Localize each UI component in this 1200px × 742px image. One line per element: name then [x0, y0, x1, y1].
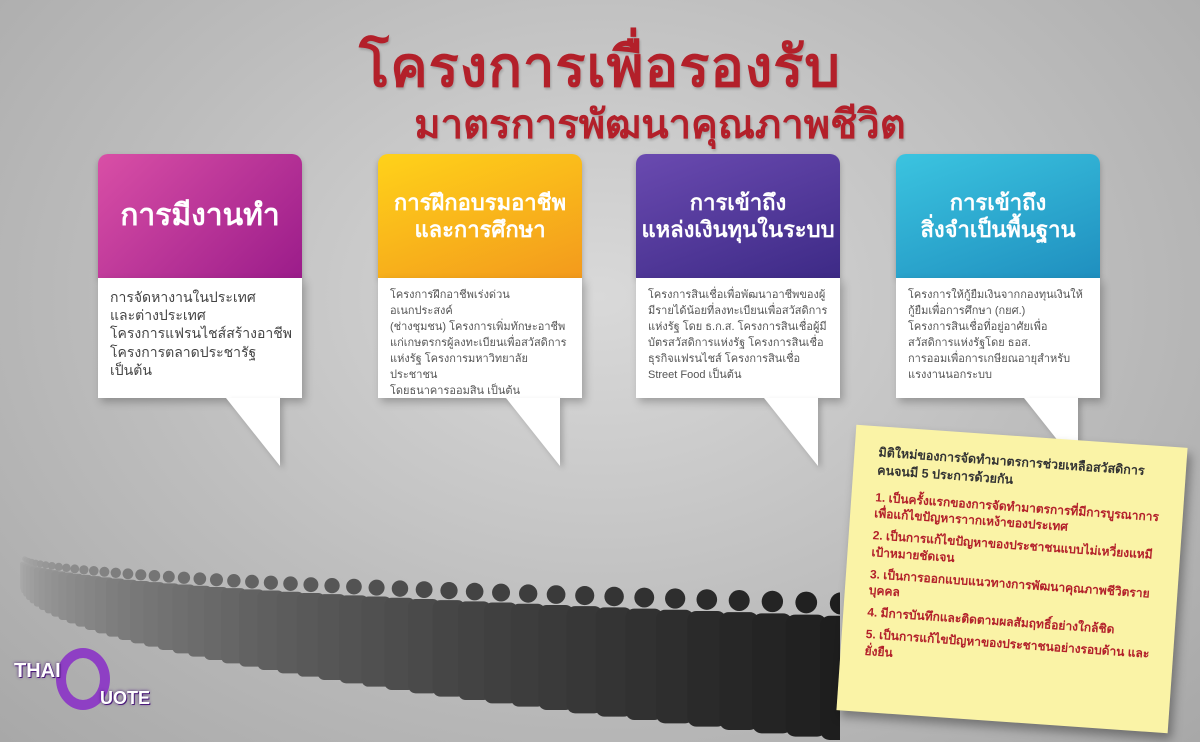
crowd-person — [785, 591, 827, 737]
main-subtitle: มาตรการพัฒนาคุณภาพชีวิต — [414, 103, 906, 147]
logo-text-quote: UOTE — [100, 688, 151, 708]
card-heading-box: การเข้าถึง แหล่งเงินทุนในระบบ — [636, 154, 840, 278]
crowd-person — [625, 587, 664, 720]
logo-text-thai: THAI — [14, 660, 61, 682]
crowd-person — [752, 590, 793, 734]
card-pointer — [506, 398, 560, 466]
crowd-person — [361, 579, 392, 687]
main-title: โครงการเพื่อรองรับ — [359, 35, 841, 98]
crowd-person — [656, 588, 695, 724]
crowd-person — [687, 589, 727, 727]
crowd-person — [820, 592, 840, 740]
card-heading: การเข้าถึง แหล่งเงินทุนในระบบ — [641, 189, 835, 243]
card-pointer — [764, 398, 818, 466]
crowd-person — [538, 585, 574, 710]
crowd-person — [339, 578, 369, 684]
card-body: โครงการให้กู้ยืมเงินจากกองทุนเงินให้ กู้… — [896, 278, 1100, 398]
card-heading: การมีงานทำ — [120, 199, 280, 233]
crowd-person — [384, 580, 416, 690]
crowd-person — [432, 582, 466, 697]
crowd-person — [484, 583, 519, 704]
crowd-person — [566, 586, 603, 714]
crowd-person — [458, 582, 492, 700]
sticky-note: มิติใหม่ของการจัดทำมาตรการช่วยเหลือสวัสด… — [836, 424, 1188, 734]
card-training-education: การฝึกอบรมอาชีพ และการศึกษา โครงการฝึกอา… — [378, 154, 582, 466]
card-pointer — [226, 398, 280, 466]
card-employment: การมีงานทำ การจัดหางานในประเทศ และต่างปร… — [98, 154, 302, 466]
crowd-person — [595, 586, 633, 717]
card-heading-box: การมีงานทำ — [98, 154, 302, 278]
card-heading-box: การฝึกอบรมอาชีพ และการศึกษา — [378, 154, 582, 278]
card-heading: การเข้าถึง สิ่งจำเป็นพื้นฐาน — [920, 189, 1076, 243]
crowd-silhouette-illustration — [20, 556, 840, 740]
card-body: โครงการฝึกอาชีพเร่งด่วนอเนกประสงค์ (ช่าง… — [378, 278, 582, 398]
card-heading: การฝึกอบรมอาชีพ และการศึกษา — [393, 189, 567, 243]
crowd-person — [510, 584, 546, 707]
card-heading-box: การเข้าถึง สิ่งจำเป็นพื้นฐาน — [896, 154, 1100, 278]
crowd-person — [719, 590, 760, 730]
card-funding-access: การเข้าถึง แหล่งเงินทุนในระบบ โครงการสิน… — [636, 154, 840, 466]
card-basic-needs: การเข้าถึง สิ่งจำเป็นพื้นฐาน โครงการให้ก… — [896, 154, 1100, 466]
card-body: โครงการสินเชื่อเพื่อพัฒนาอาชีพของผู้ มีร… — [636, 278, 840, 398]
note-title: มิติใหม่ของการจัดทำมาตรการช่วยเหลือสวัสด… — [876, 445, 1146, 487]
card-body: การจัดหางานในประเทศ และต่างประเทศ โครงกา… — [98, 278, 302, 398]
thaiquote-logo: THAI UOTE — [14, 648, 174, 728]
logo-q-ring — [56, 648, 110, 710]
crowd-person — [408, 581, 440, 694]
